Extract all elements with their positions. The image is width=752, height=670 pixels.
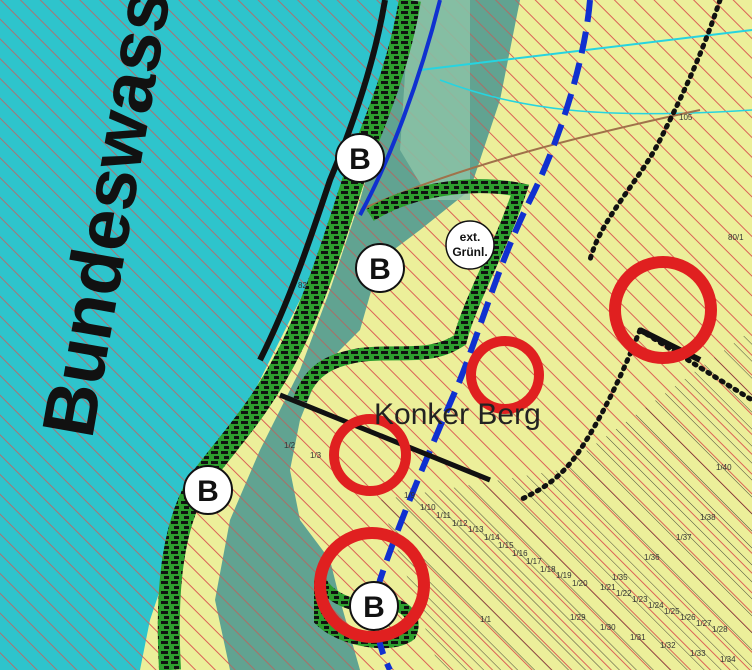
parcel-number: 1/18 [540, 565, 556, 574]
river-hatching [0, 0, 405, 670]
protection-circle-w [329, 414, 411, 496]
parcel-number: 1/38 [700, 513, 716, 522]
parcel-number: 1/24 [648, 601, 664, 610]
blue-channel [358, 0, 442, 216]
protection-circle-s [314, 527, 430, 643]
hedge-band-river [157, 0, 421, 670]
parcel-number: 1/35 [612, 573, 628, 582]
parcel-number: 105 [679, 113, 693, 122]
boundary-line-solid [279, 392, 491, 483]
parcel-number: 1/26 [680, 613, 696, 622]
marker-b-icon[interactable]: B [183, 465, 233, 515]
parcel-number: 1/28 [712, 625, 728, 634]
parcel-number: 80/1 [728, 233, 744, 242]
parcel-number: 1/3 [310, 451, 322, 460]
hedge-band-loop [293, 179, 530, 403]
parcel-number: 1/25 [664, 607, 680, 616]
parcel-number: 1/2 [284, 441, 296, 450]
parcel-number: 1/1 [480, 615, 492, 624]
marker-b-letter: B [197, 475, 219, 508]
hedge-band-inner [257, 0, 388, 362]
parcel-number: 1/29 [570, 613, 586, 622]
parcel-number: 1/33 [690, 649, 706, 658]
survey-line-1 [419, 29, 752, 71]
parcel-number: 1/34 [720, 655, 736, 664]
parcel-number: 1/16 [512, 549, 528, 558]
dotted-boundary-mid [517, 327, 643, 503]
note-line-1: ext. [460, 230, 481, 244]
parcel-number: 1/40 [716, 463, 732, 472]
parcel-number: 1/19 [556, 571, 572, 580]
parcel-number: 1/27 [696, 619, 712, 628]
place-name-label: Konker Berg [374, 398, 541, 431]
marker-b-letter: B [369, 253, 391, 286]
marker-b-icon[interactable]: B [349, 581, 399, 631]
parcel-number: 1/37 [676, 533, 692, 542]
parcel-number: 1/14 [484, 533, 500, 542]
parcel-number: 1/9 [404, 491, 416, 500]
parcel-labels: 105 80/1 1/2 1/3 1/40 1/9 1/10 1/11 1/12… [284, 113, 744, 664]
parcel-number: 82 [298, 281, 307, 290]
parcel-number: 1/23 [632, 595, 648, 604]
parcel-number: 1/30 [600, 623, 616, 632]
parcel-number: 1/36 [644, 553, 660, 562]
marker-b-icon[interactable]: B [335, 133, 385, 183]
parcel-number: 1/22 [616, 589, 632, 598]
protection-circle-mid [466, 336, 544, 414]
parcel-number: 1/31 [630, 633, 646, 642]
meadow-strip [400, 0, 470, 200]
parcel-number: 1/15 [498, 541, 514, 550]
parcel-number: 1/17 [526, 557, 542, 566]
parcel-number: 1/11 [436, 511, 452, 520]
parcel-number: 1/20 [572, 579, 588, 588]
parcel-number: 1/21 [600, 583, 616, 592]
dotted-boundary-ne [587, 0, 723, 263]
parcel-number: 1/13 [468, 525, 484, 534]
parcel-number: 1/10 [420, 503, 436, 512]
extensive-grassland-badge: ext. Grünl. [445, 220, 495, 270]
marker-b-letter: B [363, 591, 385, 624]
protection-circle-ne [609, 256, 717, 364]
marker-b-icon[interactable]: B [355, 243, 405, 293]
note-line-2: Grünl. [452, 245, 487, 259]
marker-b-letter: B [349, 143, 371, 176]
parcel-number: 1/12 [452, 519, 468, 528]
parcel-number: 1/32 [660, 641, 676, 650]
field-hatched-zone [380, 330, 752, 670]
